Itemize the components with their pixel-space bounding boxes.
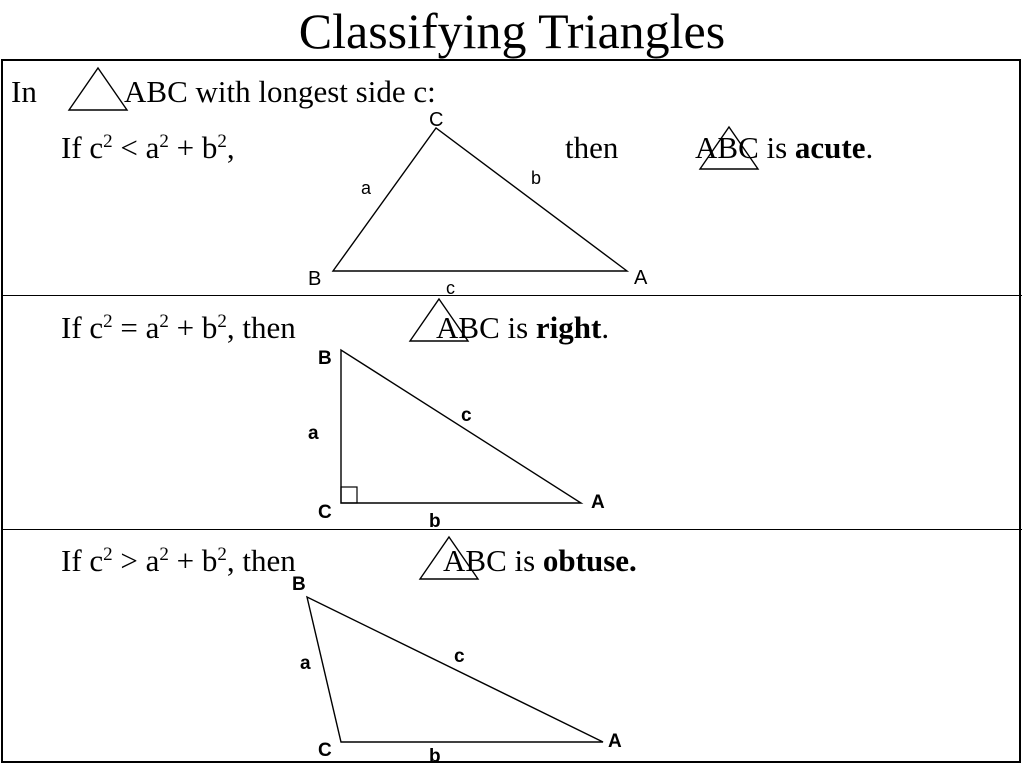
exponent: 2 (217, 131, 227, 152)
triangle-symbol-obtuse (418, 535, 480, 580)
classification-table (1, 59, 1021, 763)
result-text: ABC is (443, 543, 536, 578)
obtuse-label-C: C (318, 740, 332, 761)
classification-acute: acute (794, 130, 866, 165)
right-label-c: c (461, 405, 472, 426)
obtuse-condition: If c2 > a2 + b2, then (61, 543, 296, 579)
acute-triangle (331, 127, 630, 272)
condition-tail: , then (226, 543, 296, 578)
obtuse-label-B: B (292, 574, 306, 595)
exponent: 2 (159, 131, 169, 152)
result-text: ABC is (695, 130, 788, 165)
acute-label-B: B (308, 268, 321, 290)
condition-tail: , then (226, 310, 296, 345)
right-triangle (340, 348, 584, 504)
row-divider-2 (1, 529, 1022, 530)
period: . (865, 130, 874, 165)
obtuse-result: ABC is obtuse. (443, 543, 637, 579)
acute-label-b: b (531, 168, 541, 188)
triangle-symbol-right (408, 297, 470, 342)
exponent: 2 (217, 311, 227, 332)
classification-obtuse: obtuse. (542, 543, 637, 578)
obtuse-label-b: b (429, 746, 441, 767)
obtuse-triangle (305, 595, 604, 743)
intro-text: ABC with longest side c: (124, 74, 436, 110)
right-op-text: = a (112, 310, 160, 345)
acute-op-text: < a (112, 130, 160, 165)
right-condition: If c2 = a2 + b2, then (61, 310, 296, 346)
acute-if-text: If c (61, 130, 104, 165)
right-result: ABC is right. (436, 310, 609, 346)
triangle-symbol-acute (698, 125, 760, 170)
acute-label-A: A (634, 267, 648, 289)
right-label-A: A (591, 492, 605, 513)
classification-right: right (535, 310, 602, 345)
acute-result: ABC is acute. (695, 130, 873, 166)
plus-text: + b (168, 310, 218, 345)
exponent: 2 (159, 544, 169, 565)
exponent: 2 (103, 544, 113, 565)
right-label-b: b (429, 511, 441, 532)
acute-condition: If c2 < a2 + b2, (61, 130, 235, 166)
slide-title: Classifying Triangles (298, 3, 726, 59)
right-label-B: B (318, 348, 332, 369)
obtuse-if-text: If c (61, 543, 104, 578)
intro-prefix: In (11, 74, 37, 109)
intro-suffix: ABC with longest side c: (124, 74, 436, 109)
right-angle-marker (340, 486, 358, 504)
row-divider-1 (1, 295, 1022, 296)
right-label-C: C (318, 502, 332, 523)
obtuse-label-A: A (608, 731, 622, 752)
obtuse-label-a: a (300, 653, 311, 674)
exponent: 2 (103, 131, 113, 152)
acute-then: then (565, 130, 619, 165)
exponent: 2 (159, 311, 169, 332)
acute-label-C: C (429, 109, 443, 131)
right-if-text: If c (61, 310, 104, 345)
triangle-symbol-intro (67, 66, 129, 111)
plus-text: + b (168, 543, 218, 578)
right-label-a: a (308, 423, 319, 444)
acute-label-c: c (446, 278, 455, 298)
obtuse-label-c: c (454, 646, 465, 667)
intro-statement: In (11, 74, 37, 110)
obtuse-op-text: > a (112, 543, 160, 578)
exponent: 2 (217, 544, 227, 565)
condition-tail: , (226, 130, 235, 165)
period: . (601, 310, 610, 345)
result-text: ABC is (436, 310, 529, 345)
exponent: 2 (103, 311, 113, 332)
plus-text: + b (168, 130, 218, 165)
acute-label-a: a (361, 178, 372, 198)
